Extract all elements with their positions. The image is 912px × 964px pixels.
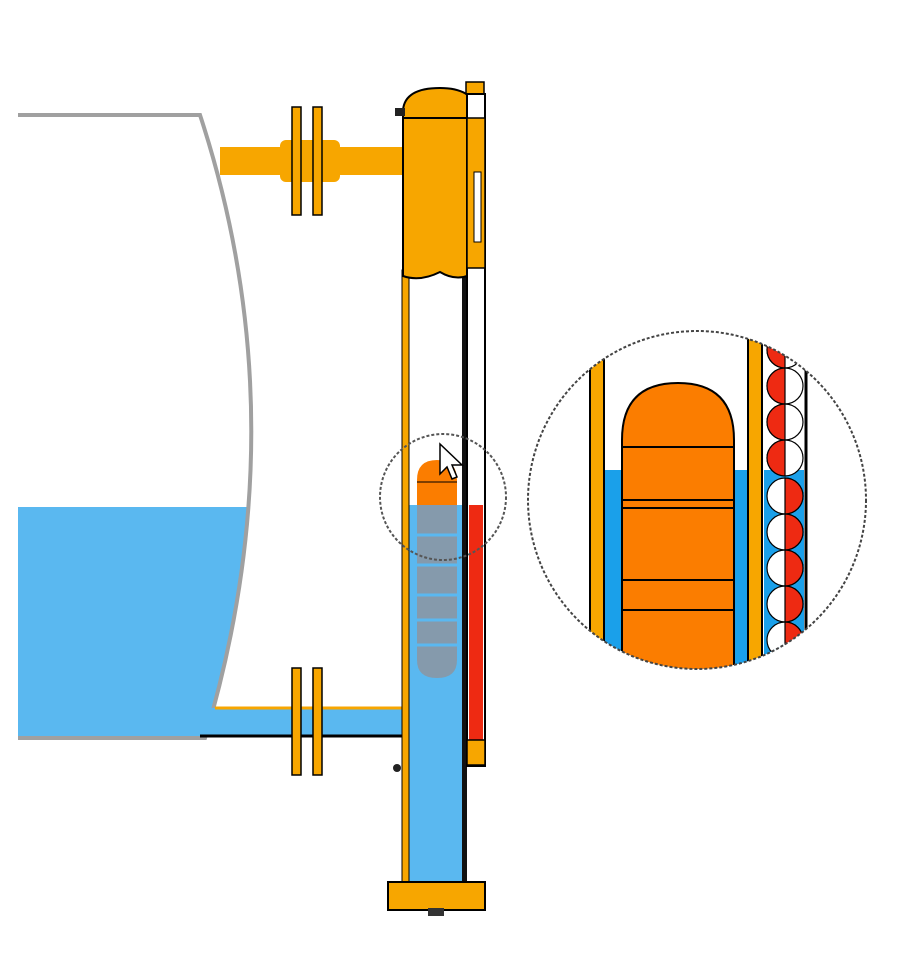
tank-liquid — [18, 507, 252, 738]
magnified-view — [527, 330, 867, 670]
ball-flipped — [766, 549, 804, 587]
flange-top — [291, 106, 302, 216]
ball-flipped — [766, 513, 804, 551]
tank — [18, 113, 254, 740]
ball-red-up — [766, 403, 804, 441]
indicator-red-section — [469, 505, 483, 740]
indicator-balls — [766, 331, 804, 659]
ball-red-up — [766, 439, 804, 477]
magnifier-large-circle — [527, 330, 867, 670]
ball-red-up — [766, 331, 804, 369]
zoomed-float — [621, 381, 735, 669]
flange-bottom — [291, 667, 302, 776]
ball-flipped — [766, 585, 804, 623]
float — [417, 460, 457, 678]
bottom-drain-flange — [387, 881, 486, 911]
bottom-connection-pipe — [200, 667, 408, 776]
cursor-icon — [439, 442, 464, 480]
ball-flipped — [766, 621, 804, 659]
top-connection-pipe — [220, 106, 408, 216]
indicator-strip — [465, 81, 486, 767]
ball-red-up — [766, 367, 804, 405]
magnifier-small-circle — [379, 433, 507, 561]
ball-flipped — [766, 477, 804, 515]
